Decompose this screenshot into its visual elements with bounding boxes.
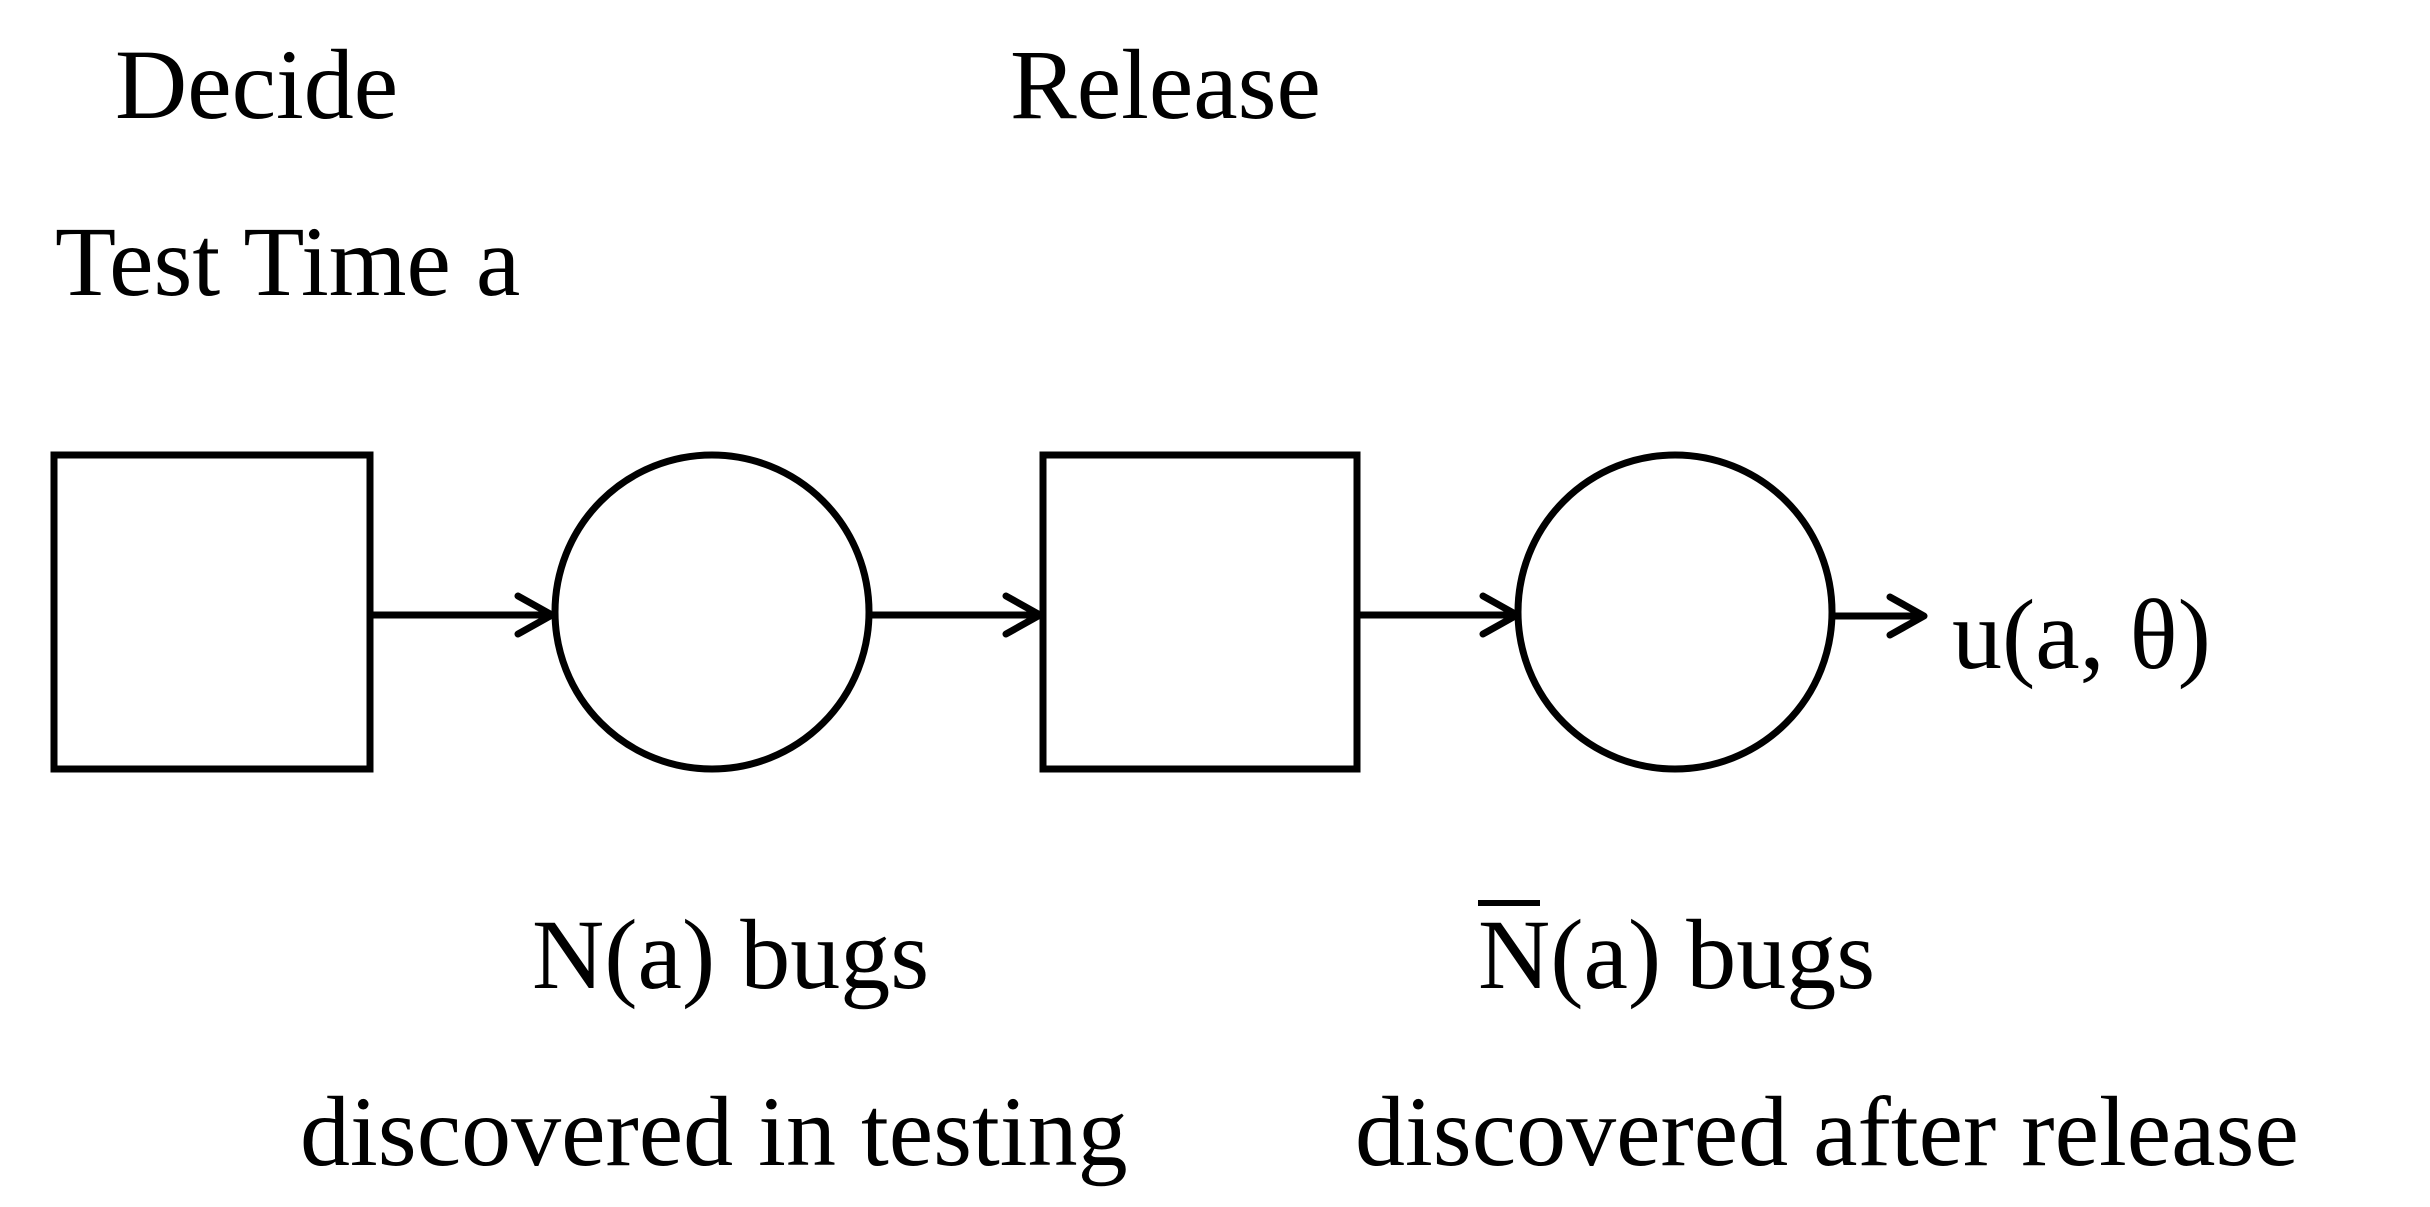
testing-bugs-label: N(a) bugs <box>532 899 929 1010</box>
after-release-discovered-label: discovered after release <box>1355 1076 2299 1187</box>
edge-release-to-after-release <box>1357 592 1521 638</box>
testing-discovered-label: discovered in testing <box>300 1076 1128 1187</box>
arrowhead-icon <box>1886 593 1928 639</box>
after-release-chance-node <box>1514 451 1836 773</box>
after-release-bugs-label: N(a) bugs <box>1478 899 1875 1010</box>
test-time-label: Test Time a <box>55 206 520 317</box>
arrowhead-icon <box>514 592 556 638</box>
edge-testing-to-release <box>869 592 1044 638</box>
testing-chance-node <box>551 451 873 773</box>
edge-decide-to-testing <box>370 592 556 638</box>
after-release-bugs-rest: (a) bugs <box>1550 899 1875 1010</box>
n-bar-symbol: N <box>1478 899 1550 1010</box>
decide-label: Decide <box>115 29 398 140</box>
release-label: Release <box>1010 29 1321 140</box>
arrowhead-icon <box>1479 592 1521 638</box>
decide-decision-node <box>50 451 374 773</box>
arrowhead-icon <box>1002 592 1044 638</box>
release-decision-node <box>1039 451 1361 773</box>
edge-after-release-to-utility <box>1832 593 1928 639</box>
utility-label: u(a, θ) <box>1952 579 2211 690</box>
